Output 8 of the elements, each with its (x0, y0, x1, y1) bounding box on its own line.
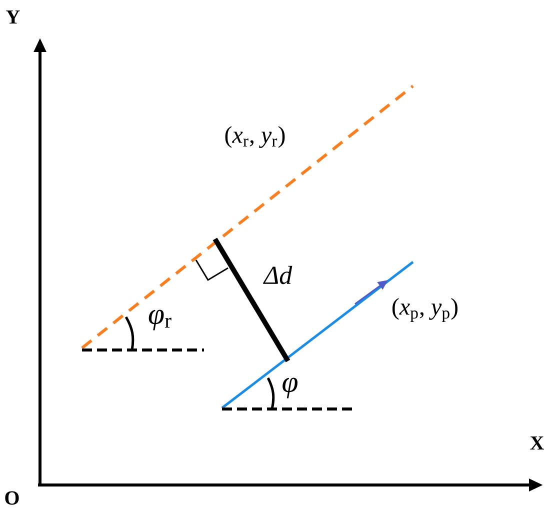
axis-label: Y (6, 10, 20, 24)
axis-label: O (5, 491, 19, 505)
math-label: Δd (263, 266, 292, 284)
axis-label: X (530, 436, 544, 450)
math-label: φ$_{r}$ (148, 310, 172, 330)
math-label: (x$_{p}$, y$_{p}$) (392, 298, 458, 322)
math-label: φ (282, 378, 298, 398)
math-label: (x$_{r}$, y$_{r}$) (225, 126, 285, 148)
